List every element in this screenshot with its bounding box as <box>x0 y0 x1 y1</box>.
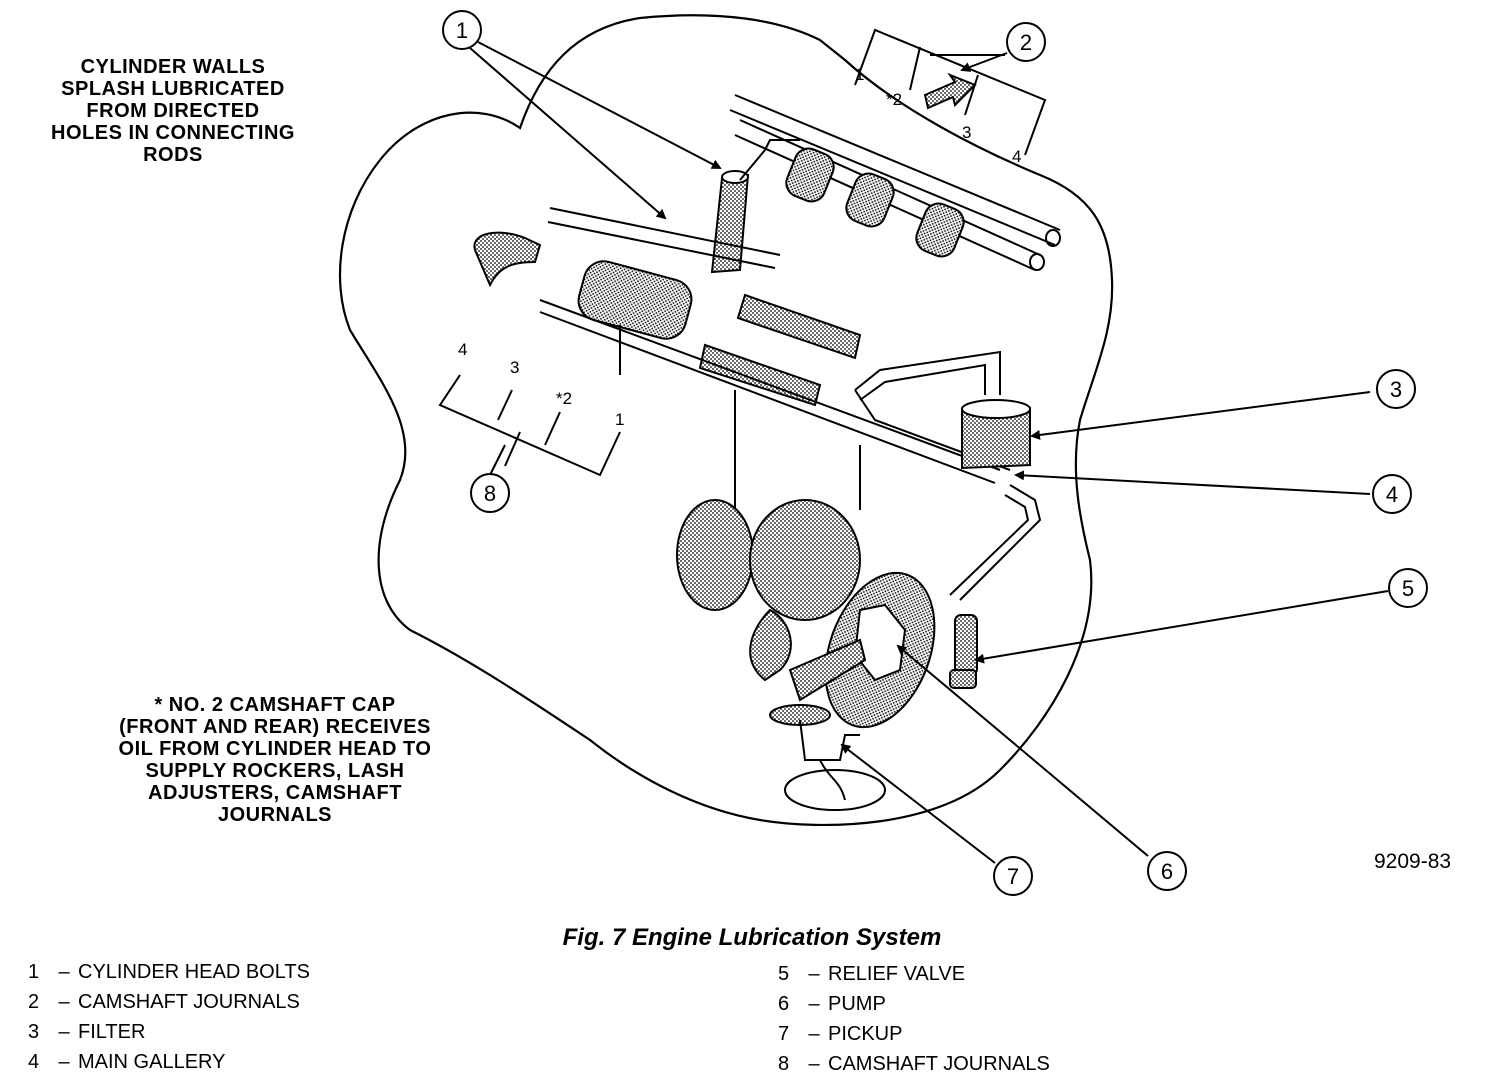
oil-filter <box>961 399 1031 470</box>
left-camshaft <box>473 207 781 340</box>
svg-text:3: 3 <box>962 123 971 142</box>
callout-6: 6 <box>1147 851 1187 891</box>
svg-text:3: 3 <box>510 358 519 377</box>
svg-text:*2: *2 <box>556 389 572 408</box>
callout-8: 8 <box>470 473 510 513</box>
svg-text:4: 4 <box>1012 147 1021 166</box>
callout-1: 1 <box>442 10 482 50</box>
svg-text:5: 5 <box>1402 576 1414 601</box>
callout-7: 7 <box>993 856 1033 896</box>
journal-bracket-left <box>438 374 621 477</box>
legend-item: 7–PICKUP <box>778 1023 903 1045</box>
pump-feed <box>949 484 1042 601</box>
callout-5: 5 <box>1388 568 1428 608</box>
svg-text:4: 4 <box>1386 482 1398 507</box>
legend-left: 1–CYLINDER HEAD BOLTS 2–CAMSHAFT JOURNAL… <box>28 957 310 1077</box>
legend-item: 4–MAIN GALLERY <box>28 1051 226 1073</box>
legend-item: 8–CAMSHAFT JOURNALS <box>778 1053 1050 1075</box>
legend-right: 5–RELIEF VALVE 6–PUMP 7–PICKUP 8–CAMSHAF… <box>778 959 1050 1079</box>
legend-item: 5–RELIEF VALVE <box>778 963 966 985</box>
legend-item: 6–PUMP <box>778 993 886 1015</box>
svg-text:7: 7 <box>1007 864 1019 889</box>
flow-arrow-icon <box>923 72 977 110</box>
svg-text:1: 1 <box>855 65 864 84</box>
legend-item: 1–CYLINDER HEAD BOLTS <box>28 961 310 983</box>
legend-item: 2–CAMSHAFT JOURNALS <box>28 991 300 1013</box>
svg-text:3: 3 <box>1390 377 1402 402</box>
leader-lines <box>469 41 1389 864</box>
bottom-note: * NO. 2 CAMSHAFT CAP (FRONT AND REAR) RE… <box>118 694 432 826</box>
legend-item: 3–FILTER <box>28 1021 146 1043</box>
figure-caption: Fig. 7 Engine Lubrication System <box>562 924 942 951</box>
journal-labels-left: 4 3 *2 1 <box>458 340 624 429</box>
relief-valve <box>949 614 978 689</box>
callout-4: 4 <box>1372 474 1412 514</box>
svg-text:2: 2 <box>1020 30 1032 55</box>
svg-text:1: 1 <box>615 410 624 429</box>
engine-block-outline <box>338 14 1114 827</box>
figure-code: 9209-83 <box>1374 850 1452 873</box>
journal-labels-right: 1 *2 3 4 <box>855 65 1021 166</box>
upper-cam-lobes <box>785 147 965 258</box>
upper-camshaft-gallery <box>729 94 1061 271</box>
oil-pump <box>788 571 936 729</box>
main-gallery <box>539 299 1001 510</box>
pickup <box>769 704 886 811</box>
callout-3: 3 <box>1376 369 1416 409</box>
svg-text:*2: *2 <box>886 90 902 109</box>
oil-riser <box>710 139 800 274</box>
svg-text:6: 6 <box>1161 859 1173 884</box>
svg-text:1: 1 <box>456 18 468 43</box>
svg-text:4: 4 <box>458 340 467 359</box>
crankshaft <box>676 499 861 682</box>
svg-text:8: 8 <box>484 481 496 506</box>
journal-bracket-right <box>854 28 1047 156</box>
top-note: CYLINDER WALLS SPLASH LUBRICATED FROM DI… <box>51 56 295 166</box>
callout-2: 2 <box>1006 22 1046 62</box>
